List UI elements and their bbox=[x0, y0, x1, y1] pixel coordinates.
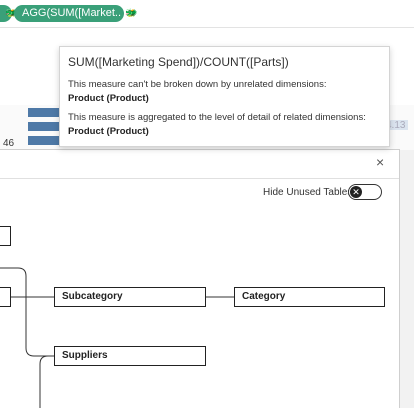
pill-label: AGG(SUM([Market.. bbox=[22, 7, 122, 19]
dialog-divider bbox=[0, 178, 399, 179]
hide-unused-tables-label: Hide Unused Tables bbox=[263, 187, 353, 198]
measure-pill-left[interactable]: 🐲 bbox=[0, 5, 17, 22]
pill-link-icon: 🐲 bbox=[5, 8, 18, 19]
field-tooltip: SUM([Marketing Spend])/COUNT([Parts]) Th… bbox=[59, 46, 390, 147]
table-node-subcategory[interactable]: Subcategory bbox=[54, 287, 206, 307]
right-panel-strip bbox=[400, 150, 414, 408]
table-node-left-middle[interactable] bbox=[0, 287, 11, 307]
relationship-line bbox=[39, 355, 54, 408]
tooltip-title: SUM([Marketing Spend])/COUNT([Parts]) bbox=[68, 55, 289, 69]
row-value: 46 bbox=[3, 138, 15, 149]
tooltip-line-related: This measure is aggregated to the level … bbox=[68, 112, 366, 123]
toggle-x-icon: ✕ bbox=[350, 186, 362, 198]
relationship-lines bbox=[0, 267, 234, 408]
pill-link-icon: 🐲 bbox=[125, 8, 138, 19]
tooltip-value-unrelated: Product (Product) bbox=[68, 93, 149, 104]
relationship-line bbox=[11, 267, 54, 357]
tooltip-value-related: Product (Product) bbox=[68, 126, 149, 137]
bar-faint-value: 4.13 bbox=[386, 120, 406, 131]
close-icon[interactable]: × bbox=[376, 154, 385, 170]
measure-pill-agg[interactable]: AGG(SUM([Market..🐲 bbox=[14, 5, 137, 22]
hide-unused-tables-toggle[interactable]: ✕ bbox=[348, 184, 382, 200]
table-node-suppliers[interactable]: Suppliers bbox=[54, 346, 206, 366]
tooltip-line-unrelated: This measure can't be broken down by unr… bbox=[68, 79, 327, 90]
table-node-left-top[interactable] bbox=[0, 226, 11, 246]
columns-shelf: 🐲 AGG(SUM([Market..🐲 bbox=[0, 0, 414, 28]
table-node-category[interactable]: Category bbox=[234, 287, 385, 307]
